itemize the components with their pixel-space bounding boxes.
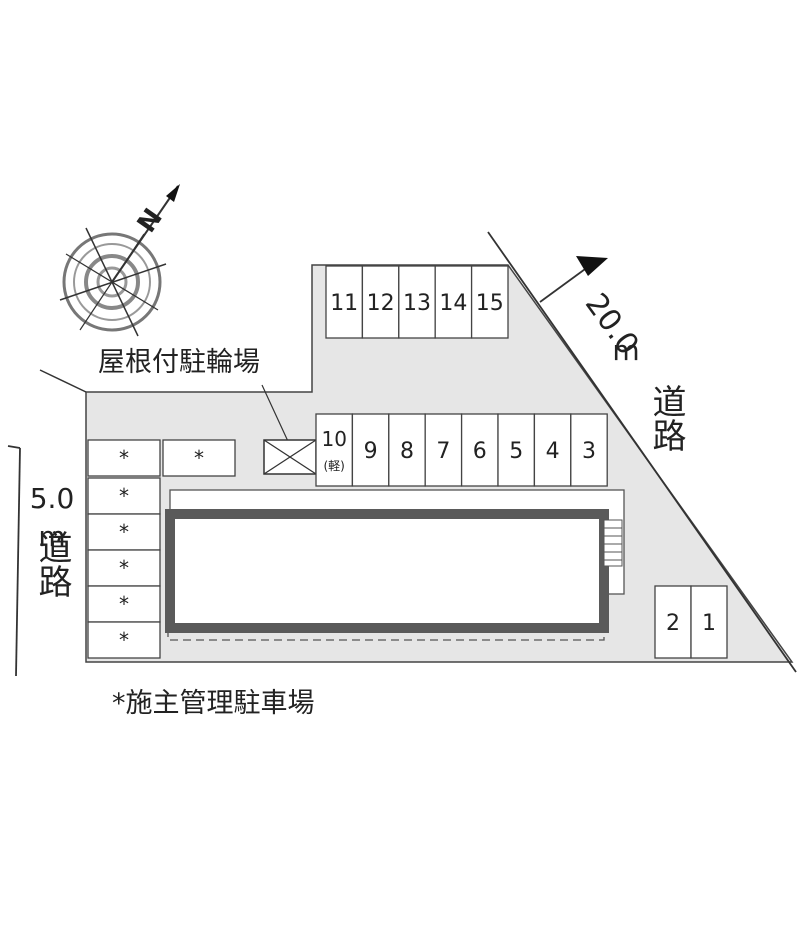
parking-space-2-label: 2	[666, 611, 680, 636]
parking-space-15	[470, 265, 509, 339]
bicycle-parking-leader	[261, 384, 293, 451]
owner-space-3-label: *	[119, 556, 129, 580]
west-road-edge-top	[7, 445, 21, 449]
parking-space-14	[434, 265, 473, 339]
owner-space-3	[87, 549, 161, 587]
parking-space-12	[361, 265, 400, 339]
parking-space-13-label: 13	[403, 291, 431, 316]
parking-space-12-label: 12	[367, 291, 395, 316]
northeast-road-unit: m	[612, 334, 639, 367]
owner-space-1-label: *	[119, 484, 129, 508]
building	[165, 509, 609, 633]
bicycle-parking-shed	[263, 439, 317, 475]
parking-space-11	[325, 265, 364, 339]
owner-space-5-label: *	[119, 628, 129, 652]
compass-rose	[59, 184, 180, 337]
parking-space-3	[570, 413, 608, 487]
parking-space-7	[424, 413, 463, 487]
parking-space-9-label: 9	[364, 439, 378, 464]
west-road-name: 道路	[32, 530, 72, 598]
west-road-unit: m	[38, 520, 65, 553]
owner-space-5	[87, 621, 161, 659]
owner-space-top-2-label: *	[194, 446, 204, 470]
parking-space-4-label: 4	[546, 439, 560, 464]
parking-space-5-label: 5	[509, 439, 523, 464]
parking-space-5	[497, 413, 536, 487]
parking-space-6-label: 6	[473, 439, 487, 464]
owner-parking-legend: *施主管理駐車場	[112, 688, 315, 719]
parking-space-3-label: 3	[582, 439, 596, 464]
kei-car-mark: (軽)	[324, 459, 345, 473]
owner-space-2	[87, 513, 161, 551]
parking-space-10-label: 10	[321, 427, 346, 451]
owner-space-1	[87, 477, 161, 515]
lot-corner-line	[39, 369, 87, 393]
parking-space-4	[533, 413, 572, 487]
owner-space-4-label: *	[119, 592, 129, 616]
staircase	[603, 519, 623, 567]
parking-space-1-label: 1	[702, 611, 716, 636]
parking-space-1	[690, 585, 728, 659]
west-road-edge	[15, 447, 21, 677]
parking-space-15-label: 15	[476, 291, 504, 316]
parking-space-13	[398, 265, 436, 339]
owner-space-top-1-label: *	[119, 446, 129, 470]
parking-space-14-label: 14	[439, 291, 467, 316]
parking-space-8-label: 8	[400, 439, 414, 464]
northeast-road-edge	[487, 231, 797, 673]
northeast-road-name: 道路	[646, 384, 686, 452]
parking-space-6	[460, 413, 499, 487]
parking-space-11-label: 11	[330, 291, 358, 316]
bicycle-parking-label: 屋根付駐輪場	[98, 347, 260, 378]
owner-space-top-2	[162, 439, 236, 477]
road-direction-arrow	[539, 256, 608, 303]
owner-space-top-1	[87, 439, 161, 477]
west-road-width: 5.0	[30, 482, 75, 515]
parking-space-7-label: 7	[436, 439, 450, 464]
owner-space-2-label: *	[119, 520, 129, 544]
